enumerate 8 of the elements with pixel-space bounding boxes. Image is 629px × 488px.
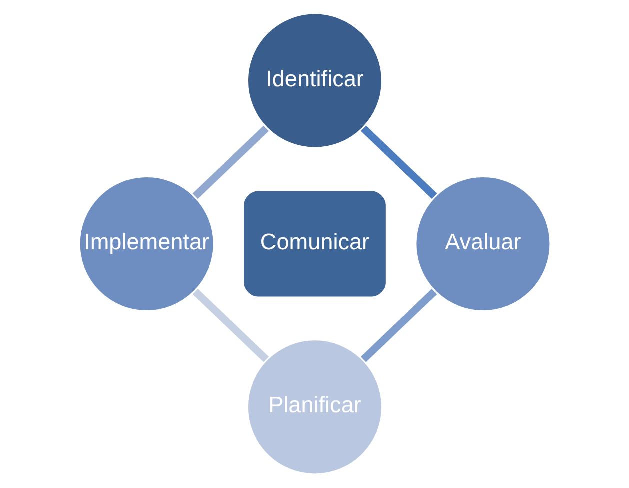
connector [192,289,269,362]
connector [192,126,268,200]
node-circle: Implementar [77,174,216,314]
connector [360,289,437,362]
node-circle: Identificar [245,12,384,150]
node-circle: Avaluar [414,174,552,314]
connector [360,126,437,200]
node-box: Comunicar [241,188,388,300]
